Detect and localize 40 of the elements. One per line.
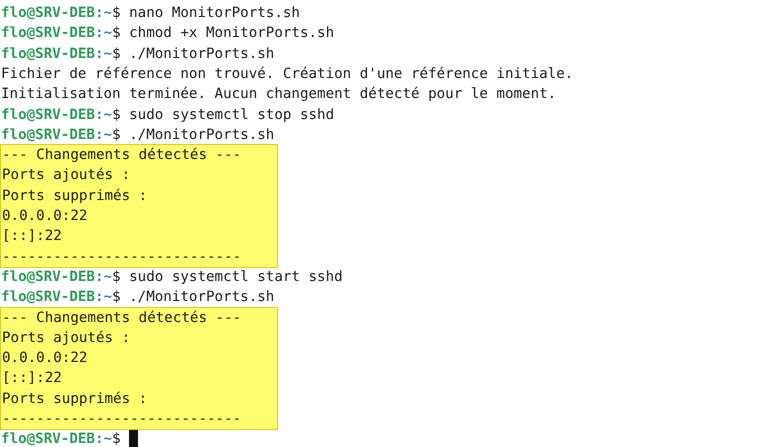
output-line: 0.0.0.0:22 — [1, 206, 88, 226]
output-line: Fichier de référence non trouvé. Création d'une référence initiale. — [1, 66, 574, 82]
output-line: 0.0.0.0:22 — [1, 349, 88, 368]
output-line: Ports ajoutés : — [1, 328, 132, 348]
output-line: --- Changements détectés --- — [1, 146, 242, 166]
directory-prompt: :~ — [94, 289, 112, 306]
user-host-prompt: flo@SRV-DEB — [1, 431, 95, 447]
output-line: --- Changements détectés --- — [1, 308, 242, 328]
command-text: $ ./MonitorPorts.sh — [112, 46, 274, 62]
user-host-prompt: flo@SRV-DEB — [1, 106, 95, 122]
directory-prompt: :~ — [94, 431, 112, 447]
command-text: $ nano MonitorPorts.sh — [112, 5, 300, 21]
output-line: ---------------------------- — [1, 410, 242, 429]
command-text: $ ./MonitorPorts.sh — [112, 126, 274, 143]
command-text: $ chmod +x MonitorPorts.sh — [112, 25, 334, 42]
user-host-prompt: flo@SRV-DEB — [1, 289, 95, 306]
highlight-box — [0, 144, 278, 268]
command-text: $ sudo systemctl stop sshd — [112, 106, 334, 122]
directory-prompt: :~ — [94, 268, 112, 285]
directory-prompt: :~ — [94, 5, 112, 21]
output-line: Initialisation terminée. Aucun changement détecté pour le moment. — [1, 86, 556, 102]
directory-prompt: :~ — [94, 126, 112, 143]
user-host-prompt: flo@SRV-DEB — [1, 25, 95, 42]
user-host-prompt: flo@SRV-DEB — [1, 5, 95, 21]
output-line: ---------------------------- — [1, 248, 242, 267]
directory-prompt: :~ — [94, 106, 112, 122]
output-line: [::]:22 — [1, 369, 63, 388]
highlight-box — [0, 306, 278, 430]
directory-prompt: :~ — [94, 25, 112, 42]
output-line: Ports ajoutés : — [1, 166, 132, 186]
output-line: Ports supprimés : — [1, 186, 148, 206]
command-text: $ sudo systemctl start sshd — [112, 268, 343, 285]
user-host-prompt: flo@SRV-DEB — [1, 46, 95, 62]
command-text: $ — [112, 431, 121, 447]
user-host-prompt: flo@SRV-DEB — [1, 268, 95, 285]
command-text: $ ./MonitorPorts.sh — [112, 289, 274, 306]
user-host-prompt: flo@SRV-DEB — [1, 126, 95, 143]
directory-prompt: :~ — [94, 46, 112, 62]
output-line: [::]:22 — [1, 227, 63, 246]
output-line: Ports supprimés : — [1, 390, 148, 409]
